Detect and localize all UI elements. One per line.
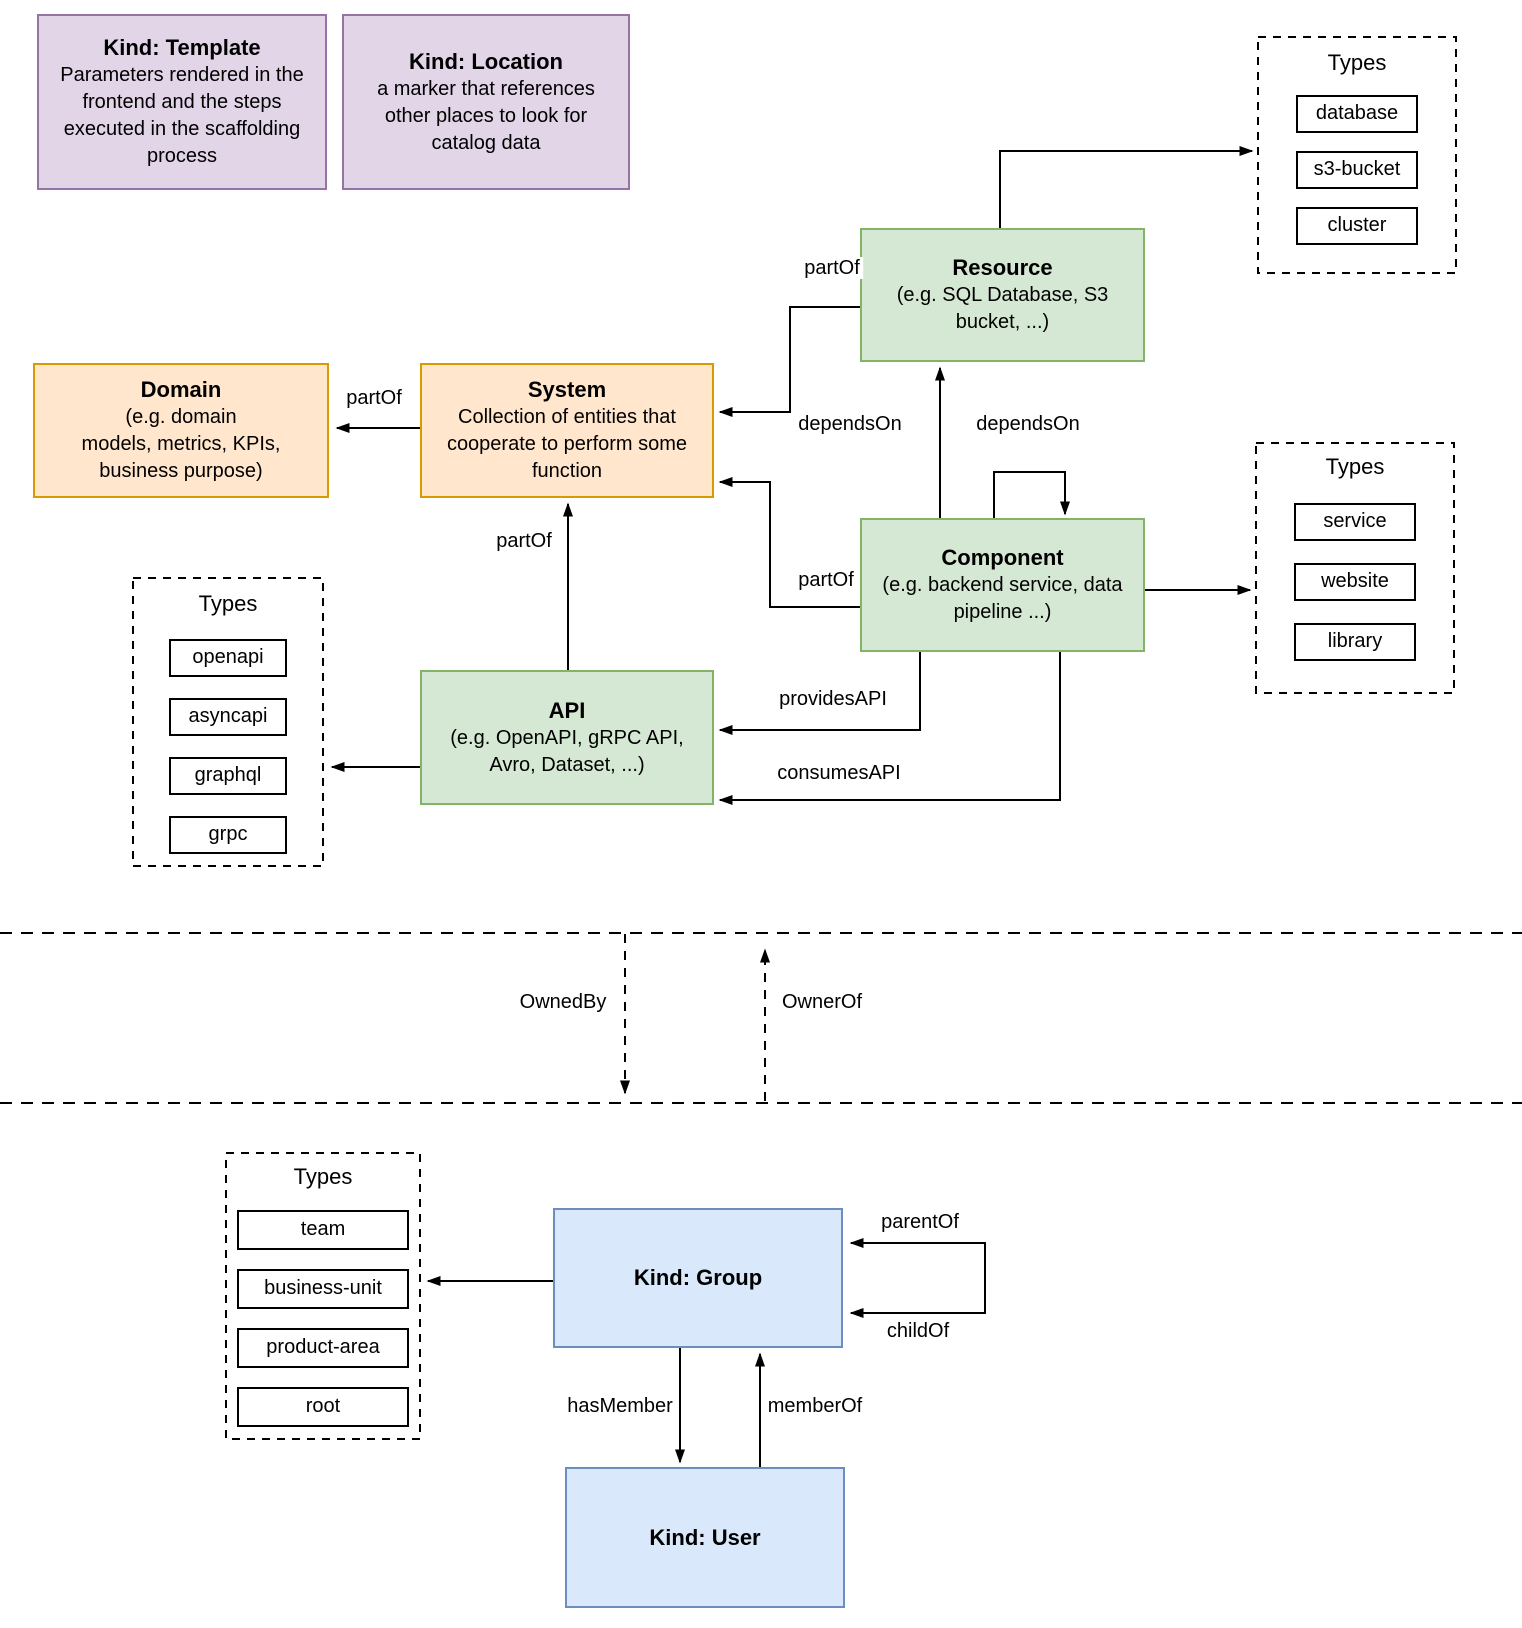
location-kind-description: a marker that references other places to… — [377, 77, 595, 154]
type-item-cluster: cluster — [1296, 207, 1418, 245]
type-item-asyncapi: asyncapi — [169, 698, 287, 736]
domain-kind-description: (e.g. domain models, metrics, KPIs, busi… — [81, 406, 281, 482]
edge-label-partof-api: partOf — [493, 530, 555, 552]
location-kind-box: Kind: Location a marker that references … — [342, 14, 630, 190]
type-item-library: library — [1294, 623, 1416, 661]
system-kind-title: System — [527, 377, 607, 402]
user-kind-title: Kind: User — [649, 1524, 761, 1550]
group-types-title: Types — [293, 1164, 353, 1189]
edge-label-partof-resource: partOf — [801, 257, 863, 279]
type-item-openapi: openapi — [169, 639, 287, 677]
component-kind-title: Component — [941, 545, 1064, 570]
edge-label-memberof: memberOf — [764, 1395, 866, 1417]
component-kind-description: (e.g. backend service, data pipeline ...… — [882, 574, 1123, 623]
type-item-business-unit: business-unit — [237, 1269, 409, 1309]
api-types-title: Types — [198, 591, 258, 616]
api-kind-title: API — [548, 697, 586, 723]
edge-label-dependson-component: dependsOn — [973, 413, 1083, 435]
edge-label-partof-system: partOf — [343, 387, 405, 409]
location-kind-title: Kind: Location — [409, 48, 563, 74]
edge-label-dependson-resource: dependsOn — [795, 413, 905, 435]
type-item-service: service — [1294, 503, 1416, 541]
edge-label-consumesapi: consumesAPI — [774, 762, 904, 784]
resource-types-panel: Types database s3-bucket cluster — [1258, 37, 1456, 273]
component-types-panel: Types service website library — [1256, 443, 1454, 693]
resource-kind-title: Resource — [952, 255, 1053, 280]
type-item-product-area: product-area — [237, 1328, 409, 1368]
edge-partof-resource-system — [718, 306, 860, 417]
group-types-panel: Types team business-unit product-area ro… — [226, 1153, 420, 1439]
edge-label-ownerof: OwnerOf — [778, 991, 866, 1013]
template-kind-title: Kind: Template — [103, 35, 261, 60]
edge-label-ownedby: OwnedBy — [516, 991, 610, 1013]
edge-dependson-component-self — [993, 471, 1070, 518]
component-types-title: Types — [1325, 454, 1385, 479]
system-kind-box: System Collection of entities that coope… — [420, 363, 714, 498]
api-kind-box: API (e.g. OpenAPI, gRPC API, Avro, Datas… — [420, 670, 714, 805]
group-kind-title: Kind: Group — [633, 1265, 763, 1290]
resource-kind-box: Resource (e.g. SQL Database, S3 bucket, … — [860, 228, 1145, 362]
type-item-root: root — [237, 1387, 409, 1427]
system-kind-description: Collection of entities that cooperate to… — [446, 406, 688, 482]
api-kind-description: (e.g. OpenAPI, gRPC API, Avro, Dataset, … — [450, 726, 684, 776]
edge-label-hasmember: hasMember — [564, 1395, 676, 1417]
edge-label-childof: childOf — [883, 1320, 953, 1342]
template-kind-description: Parameters rendered in the frontend and … — [60, 64, 304, 167]
type-item-s3-bucket: s3-bucket — [1296, 151, 1418, 189]
component-kind-box: Component (e.g. backend service, data pi… — [860, 518, 1145, 652]
template-kind-box: Kind: Template Parameters rendered in th… — [37, 14, 327, 190]
domain-kind-title: Domain — [140, 377, 222, 402]
resource-types-title: Types — [1327, 50, 1387, 75]
resource-kind-description: (e.g. SQL Database, S3 bucket, ...) — [896, 284, 1109, 333]
type-item-graphql: graphql — [169, 757, 287, 795]
edge-resource-to-resource-types — [999, 146, 1254, 228]
api-types-panel: Types openapi asyncapi graphql grpc — [133, 578, 323, 866]
type-item-website: website — [1294, 563, 1416, 601]
group-kind-box: Kind: Group — [553, 1208, 843, 1348]
domain-kind-box: Domain (e.g. domain models, metrics, KPI… — [33, 363, 329, 498]
edge-label-partof-component: partOf — [795, 569, 857, 591]
edge-label-providesapi: providesAPI — [776, 688, 890, 710]
type-item-database: database — [1296, 95, 1418, 133]
user-kind-box: Kind: User — [565, 1467, 845, 1608]
type-item-team: team — [237, 1210, 409, 1250]
type-item-grpc: grpc — [169, 816, 287, 854]
edge-parentof-childof-loop — [849, 1238, 986, 1318]
edge-label-parentof: parentOf — [878, 1211, 962, 1233]
